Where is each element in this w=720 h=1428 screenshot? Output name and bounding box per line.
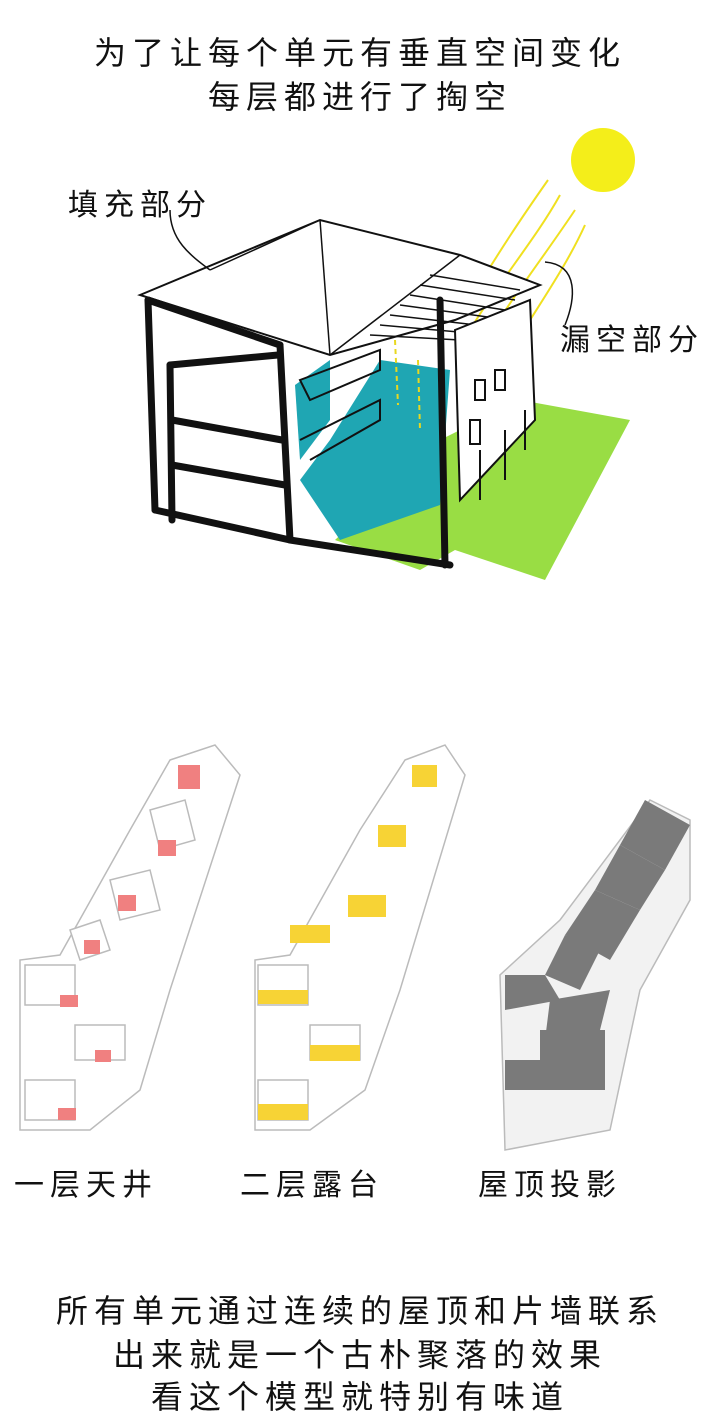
perforated-wall xyxy=(453,298,537,503)
fill-part-label: 填充部分 xyxy=(68,188,212,223)
bottom-caption-line-2: 出来就是一个古朴聚落的效果 xyxy=(112,1336,607,1374)
plan-3-label: 屋顶投影 xyxy=(478,1168,622,1203)
plan-1-label: 一层天井 xyxy=(14,1168,158,1203)
plan-roof-projection xyxy=(499,799,691,1151)
fill-leader xyxy=(169,209,211,271)
courtyard xyxy=(300,360,450,540)
plan-second-terrace xyxy=(254,744,466,1131)
plan-ground-courtyard xyxy=(19,744,241,1131)
bottom-caption-line-1: 所有单元通过连续的屋顶和片墙联系 xyxy=(55,1292,664,1330)
lawn xyxy=(335,400,630,580)
hollow-leader xyxy=(544,261,574,326)
plan-3-accents xyxy=(505,800,690,1090)
section-sketch xyxy=(137,128,635,580)
plan-2-accents xyxy=(258,765,437,1120)
top-caption-line-2: 每层都进行了掏空 xyxy=(207,78,512,116)
bottom-caption-line-3: 看这个模型就特别有味道 xyxy=(150,1378,569,1416)
plan-1-accents xyxy=(58,765,200,1120)
top-caption-line-1: 为了让每个单元有垂直空间变化 xyxy=(93,34,626,72)
section-frame xyxy=(144,296,454,569)
sun-icon xyxy=(571,128,635,192)
plan-2-label: 二层露台 xyxy=(240,1168,384,1203)
hollow-part-label: 漏空部分 xyxy=(560,323,704,358)
